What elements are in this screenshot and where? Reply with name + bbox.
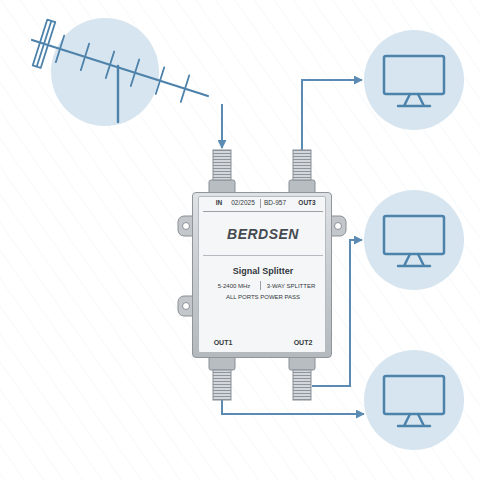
- tv-icon: [384, 216, 444, 266]
- tv-circle: [364, 350, 464, 450]
- plate-rule: [203, 211, 323, 212]
- port-label: IN: [216, 200, 223, 207]
- connector-nut: [209, 356, 235, 370]
- tv-circle: [364, 30, 464, 130]
- connector-nut: [289, 356, 315, 370]
- antenna-mast: [117, 66, 119, 122]
- tv-screen: [384, 376, 444, 414]
- spec-text: ALL PORTS POWER PASS: [226, 294, 300, 300]
- port-label: OUT3: [298, 200, 315, 207]
- tv-screen: [384, 56, 444, 94]
- plate-divider: [260, 281, 261, 290]
- antenna-elements: [56, 36, 189, 102]
- connector-thread: [213, 370, 231, 400]
- product-name: Signal Splitter: [233, 267, 294, 276]
- mounting-hole: [183, 223, 190, 230]
- connector-thread: [293, 150, 311, 180]
- antenna-circle: [51, 18, 159, 126]
- antenna-wire: [221, 104, 223, 148]
- tv-icon: [384, 376, 444, 426]
- tv-screen: [384, 216, 444, 254]
- brand-logo: BERDSEN: [227, 227, 299, 241]
- tv-circle: [364, 190, 464, 290]
- spec-text: 5-2400 MHz: [218, 283, 251, 289]
- date-code: 02/2025: [231, 200, 255, 207]
- port-label: OUT1: [214, 339, 233, 346]
- plate-rule: [203, 255, 323, 256]
- tv-stand: [398, 94, 430, 106]
- connector-thread: [213, 150, 231, 180]
- antenna-icon: [32, 20, 208, 122]
- tv-icon: [384, 56, 444, 106]
- splitter-body: IN 02/2025 BD-957 OUT3BERDSEN Signal Splitte…: [192, 192, 332, 358]
- out-wire: [302, 80, 362, 150]
- port-label: OUT2: [294, 339, 313, 346]
- spec-text: 3-WAY SPLITTER: [267, 283, 316, 289]
- connector-thread: [293, 370, 311, 400]
- mounting-hole: [335, 223, 342, 230]
- antenna-reflector: [33, 20, 56, 68]
- tv-stand: [398, 254, 430, 266]
- plate-divider: [260, 199, 261, 208]
- model-number: BD-957: [264, 200, 286, 207]
- tv-stand: [398, 414, 430, 426]
- mounting-hole: [183, 303, 190, 310]
- antenna-boom: [32, 40, 208, 96]
- out-wire: [222, 400, 364, 414]
